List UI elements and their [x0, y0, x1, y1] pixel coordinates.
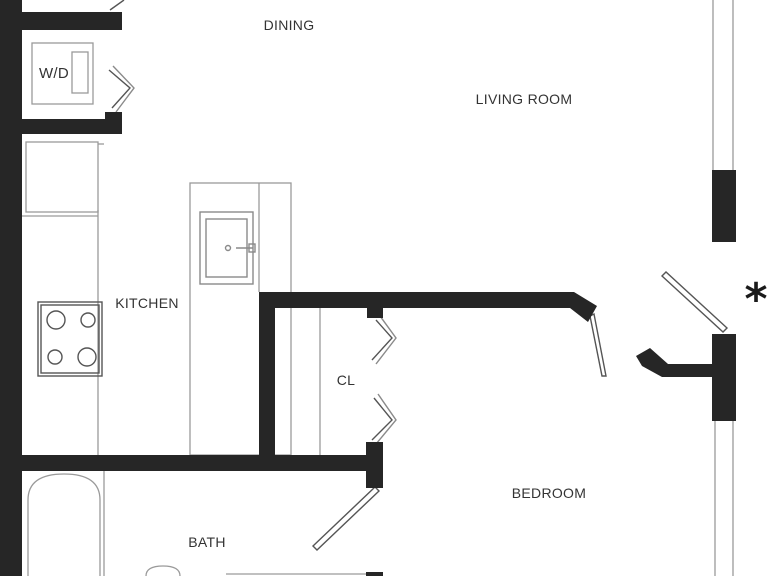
stove-burner [47, 349, 63, 365]
room-label-closet: CL [337, 372, 356, 388]
stove-burner [80, 312, 96, 328]
room-label-bath: BATH [188, 534, 226, 550]
washer-dryer [31, 42, 94, 105]
closet-door-top-left [109, 0, 125, 11]
stove [37, 301, 103, 377]
closet-bifold-door-upper [371, 319, 393, 361]
room-label-kitchen: KITCHEN [115, 295, 179, 311]
laundry-bifold-door [108, 69, 132, 109]
bedroom-north-wall [259, 292, 597, 322]
room-label-dining: DINING [264, 17, 315, 33]
bathtub [27, 473, 101, 576]
entry-wall-post [712, 334, 736, 421]
entry-wall-stub [636, 348, 712, 377]
room-label-bedroom: BEDROOM [512, 485, 586, 501]
laundry-bottom-wall [22, 119, 122, 134]
walls [0, 0, 736, 576]
kitchen-sink [199, 211, 256, 285]
laundry-jamb [105, 112, 122, 134]
bedroom-door-leaf [589, 312, 607, 377]
stove-burner [77, 347, 97, 367]
closet-door-jamb [367, 304, 383, 318]
entry-door-leaf [660, 271, 729, 333]
door-swings [108, 0, 729, 551]
refrigerator [25, 141, 99, 213]
room-label-washer-dryer: W/D [39, 65, 69, 82]
bath-door-leaf [311, 486, 381, 551]
vanity-wall-stub [366, 572, 383, 576]
kitchen-bath-wall [22, 455, 382, 471]
kitchen-island [189, 182, 292, 456]
closet-bifold-door-lower [371, 397, 393, 441]
toilet [145, 565, 181, 576]
washer-dryer-inner [71, 51, 89, 94]
bath-door-jamb [366, 442, 383, 488]
room-label-living-room: LIVING ROOM [476, 91, 573, 107]
west-exterior-wall [0, 0, 22, 576]
east-window-pier [712, 170, 736, 242]
closet-west-wall [259, 292, 275, 462]
stove-burner [46, 310, 66, 330]
entry-asterisk-marker: * [744, 274, 767, 325]
laundry-top-wall [22, 12, 122, 30]
